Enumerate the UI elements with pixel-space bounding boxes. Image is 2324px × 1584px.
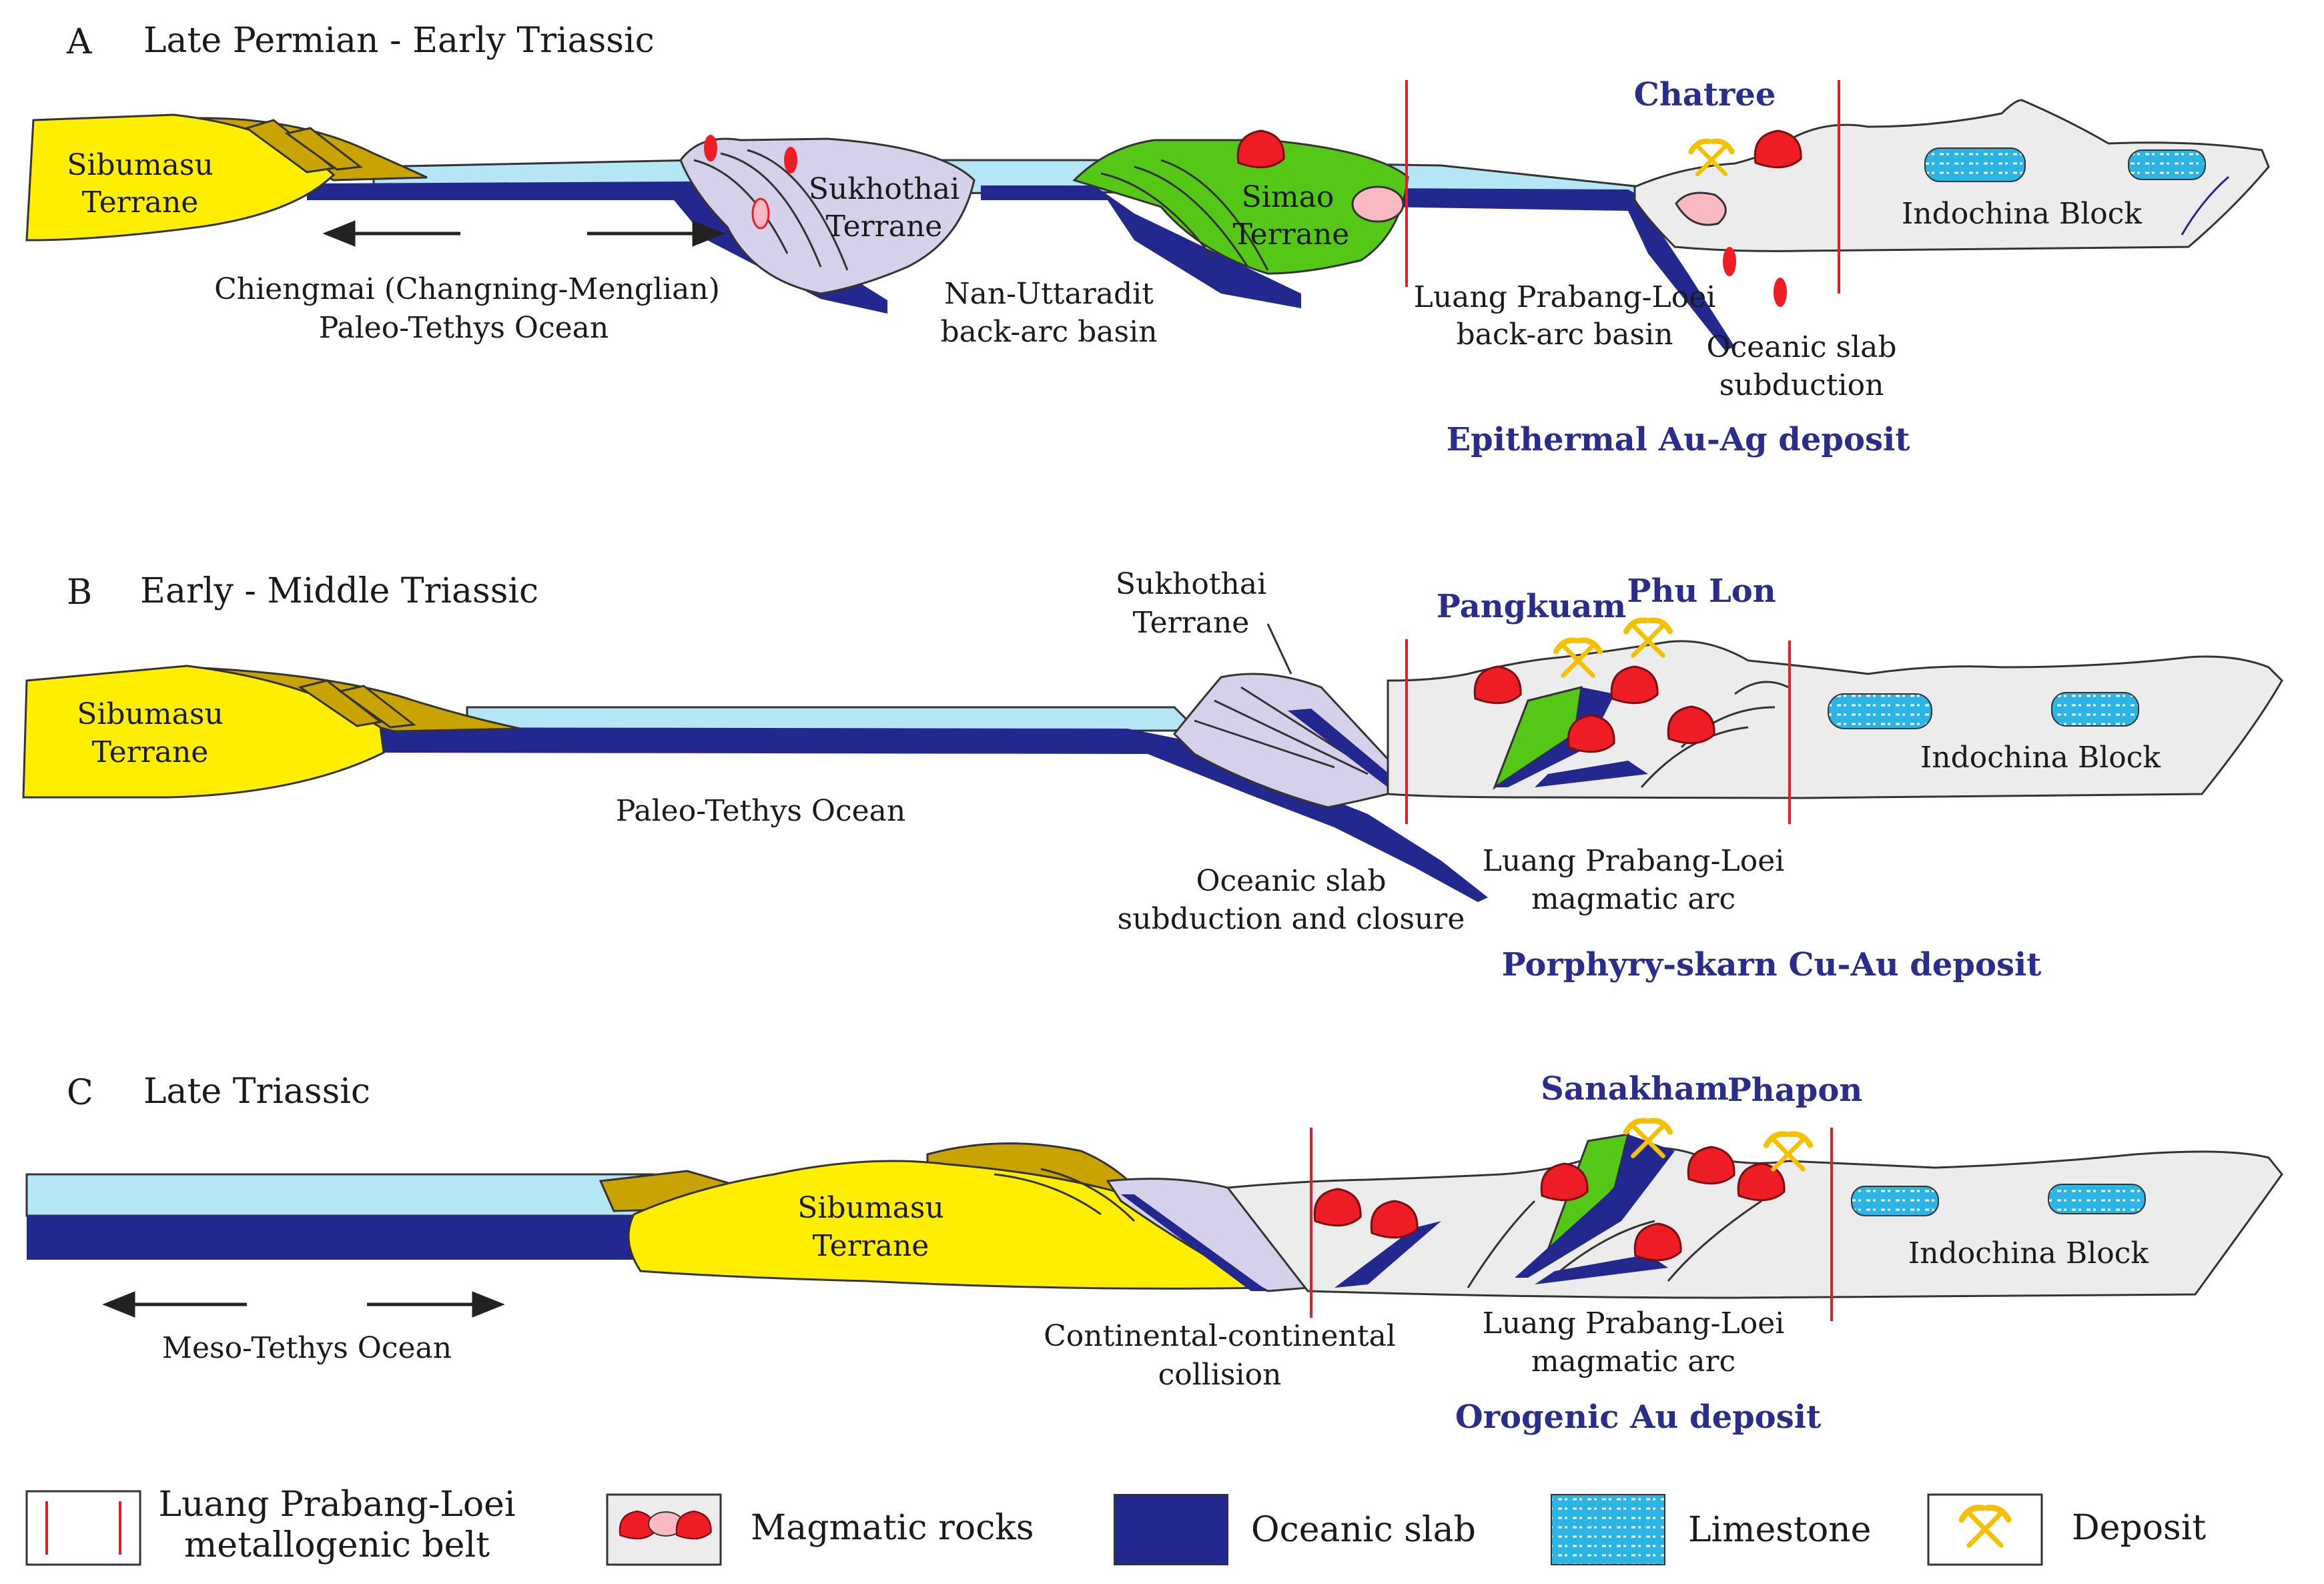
indochina-block-c — [1226, 1146, 2283, 1299]
panel-c: C Late Triassic Sibumasu Terrane — [25, 1070, 2283, 1436]
divergence-arrows-a — [322, 220, 725, 247]
panel-a-letter: A — [66, 22, 93, 62]
panel-b: B Early - Middle Triassic Sibumasu Terra… — [22, 567, 2283, 983]
panel-a-title: Late Permian - Early Triassic — [143, 21, 655, 61]
legend-belt: Luang Prabang-Loei metallogenic belt — [25, 1485, 516, 1566]
sukhothai-label-b2: Terrane — [1133, 606, 1250, 640]
sukhothai-terrane-b — [1172, 673, 1409, 809]
ocean-label-a1: Chiengmai (Changning-Menglian) — [214, 272, 720, 306]
panel-c-letter: C — [67, 1073, 93, 1113]
ocean-label-c: Meso-Tethys Ocean — [162, 1331, 452, 1365]
luang-label-a1: Luang Prabang-Loei — [1414, 280, 1716, 314]
legend-slab: Oceanic slab — [1114, 1494, 1476, 1565]
legend-deposit-label: Deposit — [2072, 1508, 2206, 1548]
indochina-label-b: Indochina Block — [1920, 741, 2161, 775]
arc-label-c1: Luang Prabang-Loei — [1483, 1306, 1785, 1340]
sibumasu-label-b2: Terrane — [92, 735, 209, 769]
oceanic-slab-b — [374, 727, 1488, 902]
sibumasu-label-b1: Sibumasu — [77, 697, 224, 731]
oceanic-slab-a3 — [1381, 188, 1735, 350]
deposit-name-chatree: Chatree — [1634, 76, 1776, 113]
deposit-name-phulon: Phu Lon — [1627, 572, 1776, 610]
panel-a: A Late Permian - Early Triassic Sibumasu… — [25, 21, 2270, 458]
paleo-tethys-ocean-b — [466, 706, 1197, 732]
sibumasu-terrane-b — [22, 665, 385, 799]
legend-slab-label: Oceanic slab — [1251, 1510, 1476, 1550]
slab-label-b1: Oceanic slab — [1196, 864, 1386, 898]
sibumasu-label-c2: Terrane — [813, 1229, 929, 1263]
deposit-name-pangkuam: Pangkuam — [1437, 588, 1626, 625]
panel-c-title: Late Triassic — [143, 1072, 370, 1112]
deposit-type-c: Orogenic Au deposit — [1455, 1399, 1821, 1436]
backarc-label-a2: back-arc basin — [940, 315, 1157, 349]
legend-magmatic: Magmatic rocks — [606, 1493, 1034, 1566]
ocean-label-a2: Paleo-Tethys Ocean — [319, 311, 609, 345]
legend-limestone-label: Limestone — [1688, 1510, 1871, 1550]
sibumasu-label-a1: Sibumasu — [67, 148, 214, 182]
arc-label-b2: magmatic arc — [1531, 882, 1735, 916]
oceanic-slab-c — [27, 1216, 661, 1260]
arc-label-c2: magmatic arc — [1531, 1344, 1735, 1378]
collision-label-c2: collision — [1158, 1358, 1282, 1392]
slab-label-a2: subduction — [1719, 368, 1884, 402]
legend-deposit: Deposit — [1927, 1493, 2206, 1566]
deposit-type-b: Porphyry-skarn Cu-Au deposit — [1502, 946, 2042, 983]
simao-label-a1: Simao — [1242, 180, 1334, 214]
indochina-label-c: Indochina Block — [1908, 1236, 2149, 1270]
simao-terrane-a — [1072, 139, 1409, 275]
sukhothai-label-b1: Sukhothai — [1116, 567, 1266, 601]
meso-tethys-ocean-c — [25, 1173, 655, 1217]
legend-limestone: Limestone — [1551, 1494, 1871, 1565]
panel-b-letter: B — [67, 572, 92, 613]
indochina-label-a: Indochina Block — [1902, 197, 2143, 231]
legend: Luang Prabang-Loei metallogenic belt Mag… — [25, 1485, 2206, 1566]
luang-label-a2: back-arc basin — [1456, 318, 1673, 352]
legend-magmatic-label: Magmatic rocks — [751, 1508, 1034, 1548]
sibumasu-label-c1: Sibumasu — [797, 1191, 944, 1225]
deposit-name-sanakham: Sanakham — [1541, 1070, 1729, 1108]
legend-belt-label-2: metallogenic belt — [184, 1525, 490, 1565]
backarc-label-a1: Nan-Uttaradit — [944, 277, 1154, 311]
sibumasu-label-a2: Terrane — [82, 185, 199, 220]
panel-b-title: Early - Middle Triassic — [140, 571, 538, 611]
collision-label-c1: Continental-continental — [1044, 1319, 1396, 1353]
sukhothai-label-a2: Terrane — [826, 210, 943, 244]
slab-label-a1: Oceanic slab — [1706, 330, 1896, 364]
sukhothai-terrane-a — [679, 137, 976, 295]
slab-label-b2: subduction and closure — [1118, 902, 1465, 936]
divergence-arrows-c — [102, 1291, 505, 1318]
oceanic-slab-a2 — [981, 185, 1301, 308]
arc-label-b1: Luang Prabang-Loei — [1483, 844, 1785, 878]
legend-belt-label-1: Luang Prabang-Loei — [158, 1485, 515, 1525]
ocean-label-b: Paleo-Tethys Ocean — [616, 794, 906, 828]
sukhothai-label-a1: Sukhothai — [809, 172, 959, 206]
simao-label-a2: Terrane — [1233, 218, 1350, 252]
deposit-type-a: Epithermal Au-Ag deposit — [1447, 421, 1910, 458]
deposit-name-phapon: Phapon — [1727, 1072, 1863, 1109]
